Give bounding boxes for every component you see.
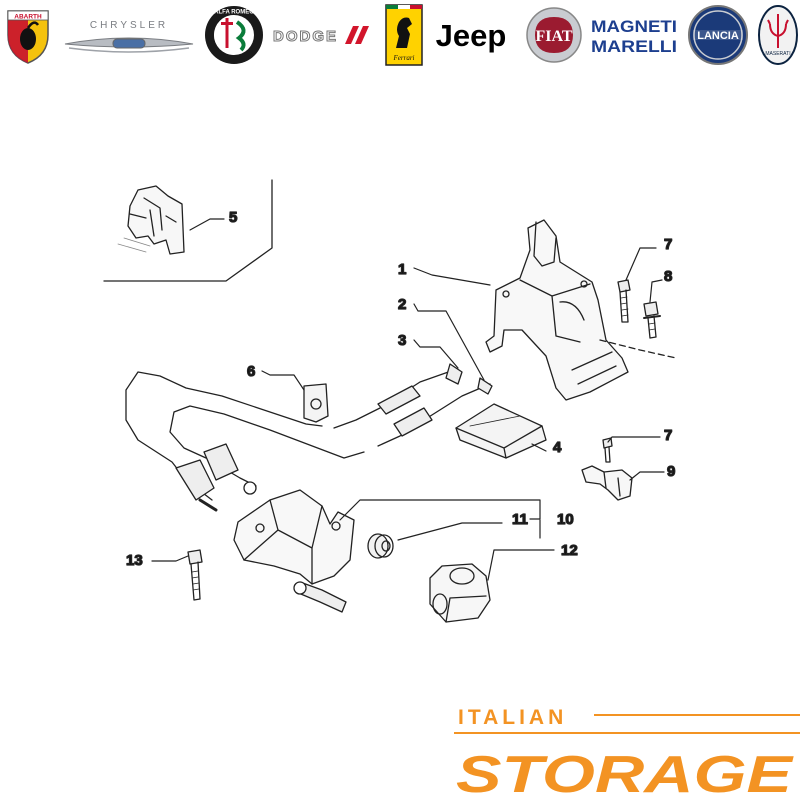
- abarth-scorpion-shield-icon: ABARTH: [7, 10, 49, 64]
- brand-logo-bar: ABARTH CHRYSLER ALFA ROMEO DODGE: [0, 0, 800, 72]
- callout-leader-lines: [151, 218, 665, 581]
- alfa-romeo-roundel-icon: ALFA ROMEO: [205, 6, 263, 64]
- maserati-wordmark: MASERATI: [765, 51, 790, 57]
- ferrari-wordmark: Ferrari: [393, 54, 415, 62]
- part-9-clip[interactable]: [581, 465, 633, 501]
- callout-12[interactable]: 12: [560, 541, 578, 559]
- alfa-romeo-logo[interactable]: ALFA ROMEO: [202, 4, 266, 66]
- part-8-flange-bolt[interactable]: [643, 301, 661, 339]
- alfa-romeo-wordmark: ALFA ROMEO: [214, 10, 254, 16]
- part-11-grommet[interactable]: [367, 533, 394, 559]
- callout-9[interactable]: 9: [666, 462, 676, 480]
- jeep-wordmark: Jeep: [436, 18, 507, 53]
- fiat-badge-icon: FIAT: [526, 7, 582, 63]
- maserati-logo[interactable]: MASERATI: [756, 4, 800, 66]
- callout-3[interactable]: 3: [397, 331, 407, 349]
- part-13-bolt[interactable]: [187, 549, 203, 601]
- part-6-cable-clip[interactable]: [303, 383, 329, 423]
- italian-storage-logo[interactable]: ITALIAN STORAGE: [452, 700, 800, 804]
- dodge-stripes-icon: DODGE: [273, 26, 369, 46]
- callout-13[interactable]: 13: [125, 551, 143, 569]
- storage-text: STORAGE: [456, 746, 794, 800]
- callout-2[interactable]: 2: [397, 295, 407, 313]
- jeep-logo[interactable]: Jeep: [428, 4, 514, 66]
- callout-1[interactable]: 1: [397, 260, 407, 278]
- part-7-screw-lower[interactable]: [602, 437, 613, 463]
- callout-11[interactable]: 11: [511, 510, 528, 528]
- abarth-logo[interactable]: ABARTH: [2, 4, 54, 66]
- callout-7-lower[interactable]: 7: [663, 426, 673, 444]
- fiat-wordmark: FIAT: [535, 28, 572, 45]
- part-7-bolt-upper[interactable]: [617, 279, 631, 323]
- dodge-logo[interactable]: DODGE: [270, 4, 374, 66]
- callout-7-upper[interactable]: 7: [663, 235, 673, 253]
- lancia-wordmark: LANCIA: [697, 30, 739, 42]
- lancia-logo[interactable]: LANCIA: [686, 4, 750, 66]
- exploded-parts-drawing: 5 1 2 3 6 7 8 7 9 4 10 11 12 13: [103, 179, 677, 623]
- ferrari-prancing-horse-icon: Ferrari: [385, 4, 423, 66]
- italian-storage-wordmark-icon: ITALIAN STORAGE: [454, 706, 800, 804]
- part-3-shift-cable[interactable]: [125, 363, 463, 512]
- chrysler-logo[interactable]: CHRYSLER: [60, 4, 198, 66]
- callout-8[interactable]: 8: [663, 267, 673, 285]
- magneti-marelli-logo[interactable]: MAGNETI MARELLI: [588, 4, 680, 66]
- magneti-marelli-wordmark-icon: MAGNETI MARELLI: [591, 17, 677, 56]
- part-5-bracket[interactable]: [117, 185, 185, 255]
- part-1-gearshift-housing[interactable]: [485, 219, 677, 401]
- fiat-logo[interactable]: FIAT: [524, 4, 584, 66]
- magneti-marelli-wordmark-line1: MAGNETI: [591, 17, 677, 36]
- jeep-wordmark-icon: Jeep: [436, 18, 507, 53]
- chrysler-wings-icon: CHRYSLER: [64, 20, 194, 53]
- callout-5[interactable]: 5: [228, 208, 238, 226]
- callout-10[interactable]: 10: [556, 510, 574, 528]
- lancia-shield-icon: LANCIA: [688, 5, 748, 65]
- ferrari-logo[interactable]: Ferrari: [384, 4, 424, 66]
- magneti-marelli-wordmark-line2: MARELLI: [591, 37, 677, 56]
- part-10-lever-bracket[interactable]: [233, 489, 355, 613]
- italian-text: ITALIAN: [458, 706, 567, 729]
- gearshift-parts-diagram: 5 1 2 3 6 7 8 7 9 4 10 11 12 13: [100, 170, 700, 635]
- chrysler-wordmark: CHRYSLER: [90, 20, 168, 31]
- part-12-bushing[interactable]: [429, 563, 491, 623]
- maserati-trident-icon: MASERATI: [758, 5, 798, 65]
- part-4-pad[interactable]: [455, 403, 547, 459]
- callout-6[interactable]: 6: [246, 362, 256, 380]
- abarth-wordmark: ABARTH: [14, 14, 42, 21]
- inset-frame-line: [103, 179, 273, 282]
- part-2-select-cable[interactable]: [169, 377, 493, 495]
- dodge-wordmark: DODGE: [273, 28, 338, 45]
- callout-4[interactable]: 4: [552, 438, 562, 456]
